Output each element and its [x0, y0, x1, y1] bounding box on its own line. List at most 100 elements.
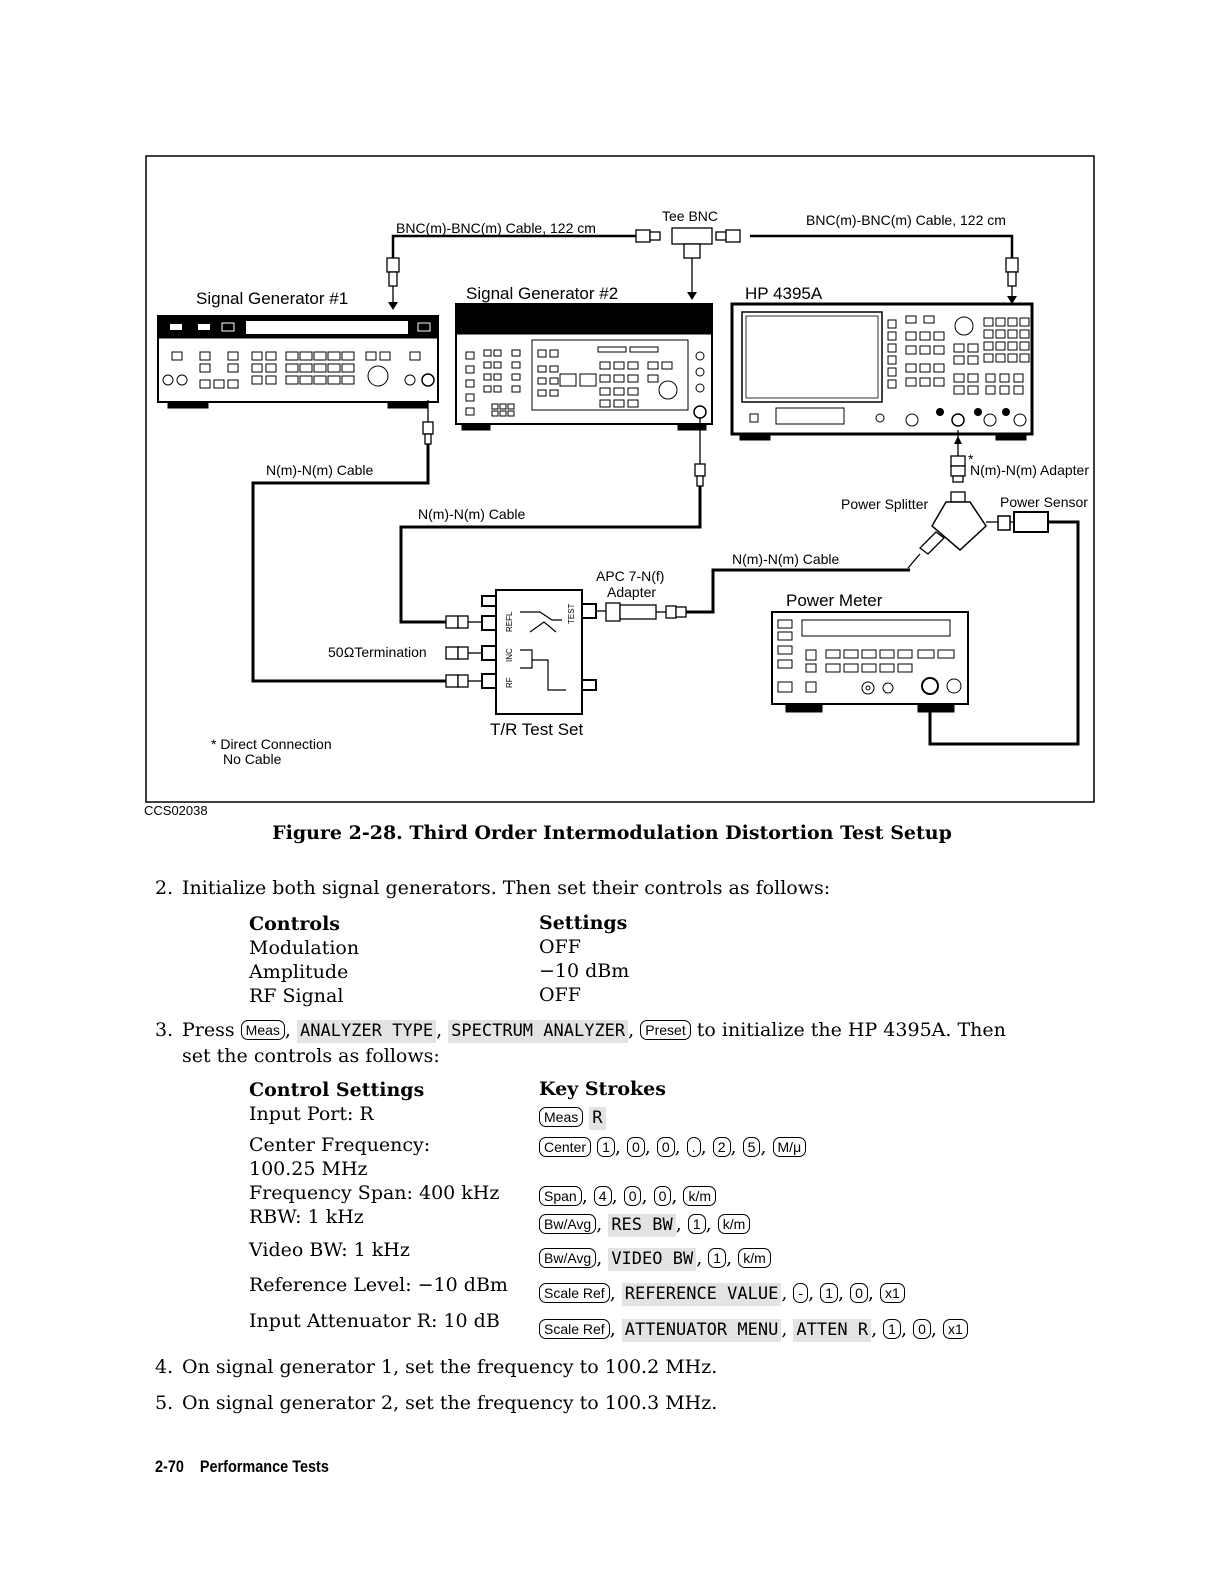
tr-test-set — [445, 589, 597, 715]
control-setting: OFF — [539, 984, 581, 1006]
digit-key[interactable]: 4 — [593, 1186, 612, 1206]
meas-key[interactable]: Meas — [539, 1107, 584, 1127]
digit-key[interactable]: 1 — [597, 1137, 615, 1157]
settings-header: Settings — [539, 912, 628, 934]
note-line-1: * Direct Connection — [211, 736, 332, 752]
power-meter-label: Power Meter — [786, 591, 883, 610]
digit-key[interactable]: 0 — [913, 1319, 931, 1339]
step-4-number: 4. — [155, 1356, 174, 1378]
preset-key[interactable]: Preset — [640, 1020, 691, 1040]
hp-4395a-analyzer — [730, 302, 1034, 441]
span-key[interactable]: Span — [539, 1186, 582, 1206]
control-name: Video BW: 1 kHz — [249, 1239, 410, 1261]
test-setup-diagram: Tee BNC BNC(m)-BNC(m) Cable, 122 cm BNC(… — [144, 155, 1095, 818]
tr-port-refl: REFL — [505, 611, 514, 632]
digit-key[interactable]: 0 — [850, 1283, 868, 1303]
center-key[interactable]: Center — [539, 1137, 592, 1157]
section-title: Performance Tests — [199, 1457, 329, 1476]
scale-ref-key[interactable]: Scale Ref — [539, 1319, 610, 1339]
bnc-cabling — [386, 227, 1019, 310]
control-name: Frequency Span: 400 kHz — [249, 1182, 500, 1204]
tr-port-test: TEST — [567, 603, 576, 624]
cable-3-label: N(m)-N(m) Cable — [732, 551, 840, 567]
analyzer-type-softkey[interactable]: ANALYZER TYPE — [297, 1020, 437, 1043]
cable-3 — [686, 568, 910, 614]
meas-key[interactable]: Meas — [240, 1020, 285, 1040]
mega-micro-key[interactable]: M/μ — [772, 1137, 807, 1157]
bw-avg-key[interactable]: Bw/Avg — [539, 1214, 597, 1234]
note-line-2: No Cable — [223, 751, 282, 767]
digit-key[interactable]: 5 — [742, 1137, 761, 1157]
cable-1 — [251, 400, 446, 683]
digit-key[interactable]: 0 — [656, 1137, 675, 1157]
reference-value-softkey[interactable]: REFERENCE VALUE — [621, 1283, 782, 1306]
step-3-tail: to initialize the HP 4395A. Then — [696, 1019, 1006, 1041]
digit-key[interactable]: 1 — [687, 1214, 706, 1234]
kilo-milli-key[interactable]: k/m — [738, 1248, 771, 1268]
kilo-milli-key[interactable]: k/m — [683, 1186, 717, 1206]
step-3-line-2-text: set the controls as follows: — [182, 1045, 440, 1067]
digit-key[interactable]: 1 — [820, 1283, 838, 1303]
decimal-key[interactable]: . — [686, 1137, 701, 1157]
apc-adapter-label-2: Adapter — [607, 584, 656, 600]
control-settings-header: Control Settings — [249, 1079, 425, 1101]
sig-gen-1-label: Signal Generator #1 — [196, 289, 348, 308]
digit-key[interactable]: 0 — [623, 1186, 642, 1206]
power-meter — [771, 611, 969, 713]
cable-1-label: N(m)-N(m) Cable — [266, 462, 374, 478]
sig-gen-2-label: Signal Generator #2 — [466, 284, 618, 303]
power-sensor-label: Power Sensor — [1000, 494, 1088, 510]
step-2-text: Initialize both signal generators. Then … — [182, 877, 831, 899]
adapter-label: N(m)-N(m) Adapter — [970, 462, 1089, 478]
attenuator-menu-softkey[interactable]: ATTENUATOR MENU — [621, 1319, 782, 1342]
step-3-number: 3. — [155, 1019, 174, 1041]
digit-key[interactable]: 0 — [653, 1186, 672, 1206]
control-name: Modulation — [249, 937, 360, 959]
page-number: 2-70 — [155, 1457, 184, 1476]
control-name: RBW: 1 kHz — [249, 1206, 364, 1228]
spectrum-analyzer-softkey[interactable]: SPECTRUM ANALYZER — [448, 1020, 629, 1043]
tr-port-rf: RF — [505, 677, 514, 688]
signal-generator-2 — [455, 303, 713, 431]
digit-key[interactable]: 1 — [883, 1319, 901, 1339]
control-name: Input Attenuator R: 10 dB — [249, 1310, 500, 1332]
scale-ref-key[interactable]: Scale Ref — [539, 1283, 610, 1303]
sensor-cable — [928, 520, 1080, 746]
x1-key[interactable]: x1 — [942, 1319, 968, 1339]
power-splitter-label: Power Splitter — [841, 496, 928, 512]
atten-r-softkey[interactable]: ATTEN R — [793, 1319, 872, 1342]
key-strokes-header: Key Strokes — [539, 1078, 666, 1100]
r-softkey[interactable]: R — [589, 1107, 606, 1130]
control-name: RF Signal — [249, 985, 344, 1007]
video-bw-softkey[interactable]: VIDEO BW — [608, 1248, 697, 1271]
figure-id: CCS02038 — [144, 803, 208, 818]
digit-key[interactable]: 2 — [712, 1137, 731, 1157]
cable-2 — [399, 418, 706, 624]
control-setting: −10 dBm — [539, 960, 630, 982]
press-text: Press — [182, 1019, 235, 1041]
minus-key[interactable]: - — [793, 1283, 809, 1303]
signal-generator-1 — [157, 315, 439, 409]
bnc-cable-left-label: BNC(m)-BNC(m) Cable, 122 cm — [396, 220, 596, 236]
tee-bnc-label: Tee BNC — [662, 208, 718, 224]
control-name: Input Port: R — [249, 1103, 374, 1125]
control-name: Reference Level: −10 dBm — [249, 1274, 508, 1296]
power-splitter-assembly — [907, 430, 1049, 569]
bnc-cable-right-label: BNC(m)-BNC(m) Cable, 122 cm — [806, 212, 1006, 228]
apc-adapter-label-1: APC 7-N(f) — [596, 568, 664, 584]
bw-avg-key[interactable]: Bw/Avg — [539, 1248, 597, 1268]
adapter-star: * — [968, 451, 974, 467]
step-4-text: On signal generator 1, set the frequency… — [182, 1356, 718, 1378]
figure-frame — [145, 155, 1095, 803]
termination-label: 50ΩTermination — [328, 644, 427, 660]
res-bw-softkey[interactable]: RES BW — [608, 1214, 676, 1237]
x1-key[interactable]: x1 — [879, 1283, 905, 1303]
step-5-text: On signal generator 2, set the frequency… — [182, 1392, 718, 1414]
step-2-number: 2. — [155, 877, 174, 899]
digit-key[interactable]: 0 — [626, 1137, 645, 1157]
control-name: Center Frequency: 100.25 MHz — [249, 1134, 431, 1180]
page-footer: 2-70 Performance Tests — [155, 1457, 329, 1477]
digit-key[interactable]: 1 — [708, 1248, 727, 1268]
step-5-number: 5. — [155, 1392, 174, 1414]
kilo-milli-key[interactable]: k/m — [717, 1214, 751, 1234]
